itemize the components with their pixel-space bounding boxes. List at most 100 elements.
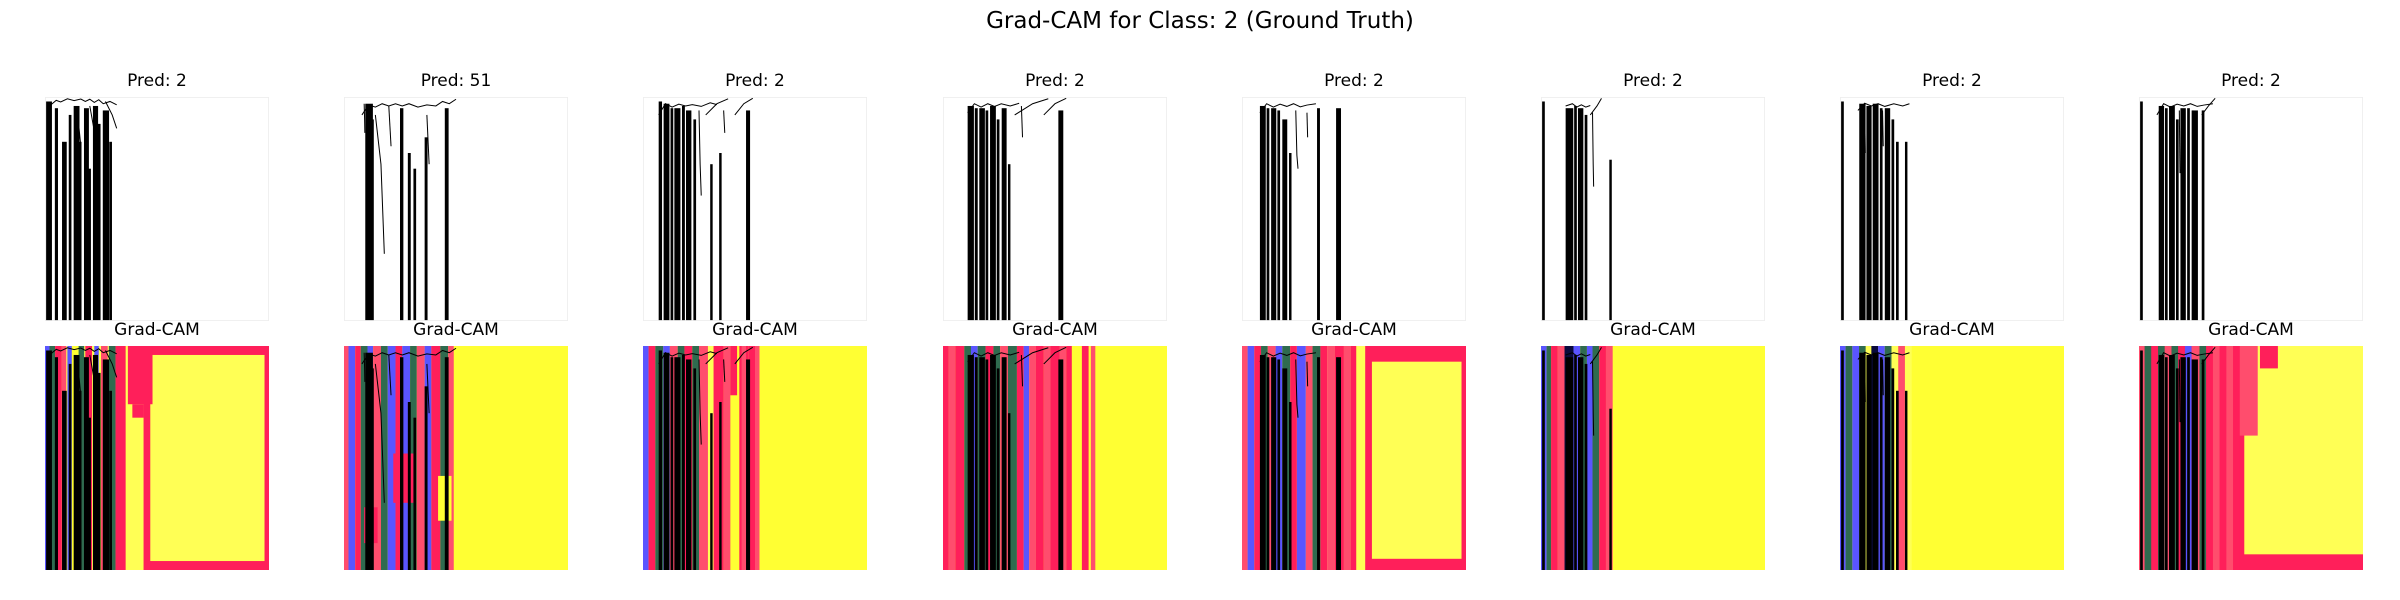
sketch-bar-1-1 xyxy=(46,101,52,321)
sketch-stroke-3-2 xyxy=(705,98,729,116)
heatmap-region-7-10 xyxy=(1898,346,1905,570)
sketch-bar-7-4 xyxy=(1872,352,1879,570)
sketch-bar-4-2 xyxy=(974,108,978,321)
heatmap-region-2-18 xyxy=(438,475,452,521)
sketch-bar-3-4 xyxy=(674,108,681,321)
heatmap-region-2-16 xyxy=(448,346,454,570)
sketch-stroke-8-3 xyxy=(2192,359,2195,396)
sketch-bar-7-1 xyxy=(1841,350,1844,570)
heatmap-region-5-10 xyxy=(1290,346,1297,570)
cam-title-3: Grad-CAM xyxy=(712,320,798,340)
sketch-stroke-4-3 xyxy=(1043,346,1067,365)
heatmap-region-2-1 xyxy=(344,346,349,570)
heatmap-region-7-11 xyxy=(1904,346,1912,570)
heatmap-region-4-10 xyxy=(1007,346,1017,570)
heatmap-region-3-6 xyxy=(677,346,685,570)
sketch-bar-3-6 xyxy=(686,110,692,321)
sketch-bar-5-4 xyxy=(1277,359,1281,570)
sketch-bar-5-1 xyxy=(1259,105,1266,321)
pred-title-2: Pred: 51 xyxy=(420,71,492,91)
sketch-bar-6-3 xyxy=(1574,354,1577,570)
sketch-image-2 xyxy=(344,97,568,321)
sketch-stroke-6-1 xyxy=(1565,103,1591,108)
sketch-bar-4-6 xyxy=(996,368,1000,570)
sketch-stroke-8-1 xyxy=(2156,103,2213,116)
sketch-panel-1 xyxy=(45,97,269,321)
sketch-bar-1-4 xyxy=(68,114,72,321)
heatmap-region-4-7 xyxy=(985,346,994,570)
sketch-stroke-3-1 xyxy=(658,351,718,365)
sketch-bar-1-1 xyxy=(46,350,52,570)
sketch-bar-8-2 xyxy=(2158,105,2165,321)
sketch-panel-8 xyxy=(2139,97,2363,321)
heatmap-region-8-19 xyxy=(2233,346,2240,570)
heatmap-region-2-12 xyxy=(416,346,425,570)
sketch-bar-2-1 xyxy=(365,352,373,570)
sketch-bar-3-4 xyxy=(674,357,681,570)
sketch-stroke-8-4 xyxy=(2178,359,2181,423)
sketch-bar-7-1 xyxy=(1841,101,1844,321)
sketch-stroke-3-1 xyxy=(658,102,718,116)
sketch-bar-4-8 xyxy=(1007,413,1011,570)
heatmap-region-8-4 xyxy=(2259,346,2278,369)
sketch-stroke-4-1 xyxy=(967,351,1020,362)
sketch-bar-4-6 xyxy=(996,119,1000,321)
sketch-bar-3-10 xyxy=(746,359,751,570)
heatmap-region-1-7 xyxy=(55,346,62,570)
sketch-bar-1-12 xyxy=(109,390,112,570)
sketch-panel-4 xyxy=(943,97,1167,321)
sketch-bar-8-6 xyxy=(2180,108,2186,321)
sketch-bar-1-3 xyxy=(62,390,67,570)
sketch-stroke-3-4 xyxy=(698,110,702,196)
sketch-bar-4-2 xyxy=(974,357,978,570)
sketch-bar-8-5 xyxy=(2175,368,2179,570)
heatmap-region-2-2 xyxy=(348,346,356,570)
sketch-stroke-3-5 xyxy=(723,359,726,382)
sketch-stroke-3-4 xyxy=(698,359,702,445)
gradcam-panel-2 xyxy=(344,346,568,570)
sketch-bar-3-3 xyxy=(670,357,674,570)
sketch-stroke-4-2 xyxy=(1014,347,1049,365)
sketch-bar-8-2 xyxy=(2158,354,2165,570)
pred-title-7: Pred: 2 xyxy=(1922,71,1982,91)
gradcam-image-8 xyxy=(2139,346,2363,570)
sketch-bar-1-9 xyxy=(92,105,99,321)
heatmap-region-8-2 xyxy=(2244,346,2363,555)
sketch-stroke-7-2 xyxy=(1864,110,1866,154)
sketch-stroke-8-1 xyxy=(2156,352,2213,365)
heatmap-region-7-2 xyxy=(1845,346,1853,570)
heatmap-region-4-5 xyxy=(971,346,978,570)
gradcam-panel-6 xyxy=(1541,346,1765,570)
sketch-stroke-5-1 xyxy=(1259,103,1316,113)
heatmap-region-5-18 xyxy=(1350,346,1357,570)
sketch-bar-5-8 xyxy=(1336,357,1342,570)
sketch-bar-8-4 xyxy=(2169,105,2175,321)
sketch-bar-1-7 xyxy=(83,357,89,570)
heatmap-region-7-9 xyxy=(1891,346,1899,570)
sketch-stroke-4-4 xyxy=(991,359,994,409)
heatmap-region-5-17 xyxy=(1343,346,1351,570)
sketch-bar-8-1 xyxy=(2140,101,2143,321)
heatmap-region-5-3 xyxy=(1242,346,1248,570)
heatmap-region-2-3 xyxy=(355,346,361,570)
pred-title-6: Pred: 2 xyxy=(1623,71,1683,91)
sketch-frame-6 xyxy=(1541,97,1765,321)
sketch-stroke-2-5 xyxy=(388,354,392,396)
sketch-bar-4-1 xyxy=(967,105,974,321)
heatmap-region-5-11 xyxy=(1296,346,1306,570)
heatmap-region-8-7 xyxy=(2151,346,2159,570)
heatmap-region-6-4 xyxy=(1557,346,1565,570)
sketch-bar-4-3 xyxy=(979,108,985,321)
heatmap-region-5-15 xyxy=(1327,346,1335,570)
sketch-stroke-2-2 xyxy=(374,114,385,254)
sketch-bar-5-3 xyxy=(1271,357,1277,570)
sketch-bar-3-2 xyxy=(663,103,670,321)
sketch-bar-1-3 xyxy=(62,141,67,321)
sketch-bar-5-5 xyxy=(1282,368,1288,570)
sketch-bar-6-2 xyxy=(1565,108,1574,321)
gradcam-image-4 xyxy=(943,346,1167,570)
heatmap-region-4-11 xyxy=(1016,346,1024,570)
sketch-bar-4-5 xyxy=(990,354,996,570)
sketch-bar-4-8 xyxy=(1007,164,1011,321)
heatmap-region-8-15 xyxy=(2206,346,2213,570)
